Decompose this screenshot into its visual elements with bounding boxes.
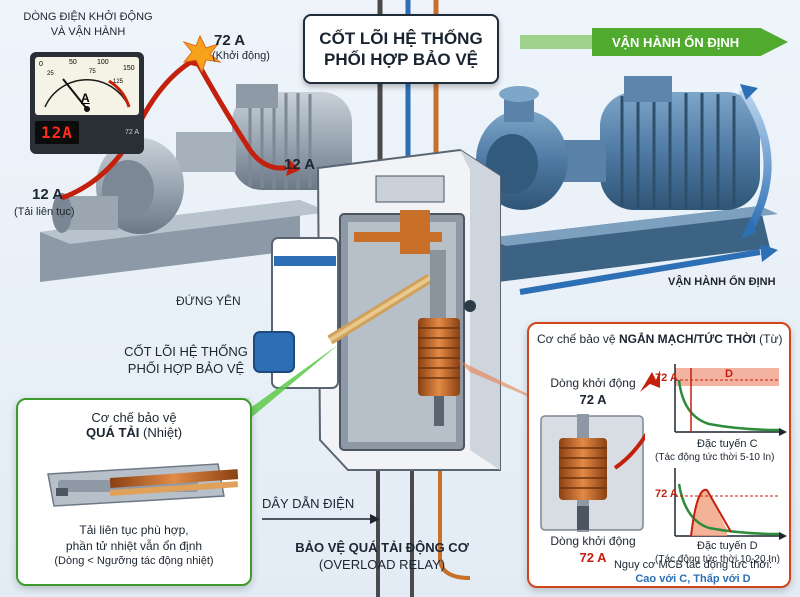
main-title: CỐT LÕI HỆ THỐNG PHỐI HỢP BẢO VỆ bbox=[303, 14, 499, 84]
thermal-desc-line1: Tải liên tục phù hợp, bbox=[79, 523, 189, 537]
wire-label: DÂY DẪN ĐIỆN bbox=[262, 496, 355, 511]
mcb-caption-line2: PHỐI HỢP BẢO VỆ bbox=[127, 360, 245, 376]
mcb-caption-line1: CỐT LÕI HỆ THỐNG bbox=[124, 344, 248, 359]
magnetic-title-bold: NGẮN MẠCH/TỨC THỜI bbox=[618, 332, 756, 346]
start-label-top: Dòng khởi động bbox=[550, 376, 636, 390]
base-current-value: 12 A bbox=[32, 186, 64, 203]
magnetic-title-suffix: (Từ) bbox=[759, 332, 783, 346]
chart-c-name: Đặc tuyến C bbox=[697, 438, 758, 450]
start-value-top: 72 A bbox=[579, 392, 607, 407]
scale-label-25: 25 bbox=[47, 71, 54, 77]
main-title-line1: CỐT LÕI HỆ THỐNG bbox=[319, 28, 483, 48]
start-current-label: (Khởi động) bbox=[212, 50, 270, 62]
bimetal-strip-illustration bbox=[47, 463, 239, 507]
scale-label-150: 150 bbox=[123, 65, 135, 72]
start-label-bottom: Dòng khởi động bbox=[550, 534, 636, 548]
magnetic-title-prefix: Cơ chế bảo vệ bbox=[537, 332, 616, 346]
chart-d-marker: 72 A bbox=[655, 488, 678, 500]
thermal-title-suffix: (Nhiệt) bbox=[143, 425, 183, 440]
running-current-value: 12 A bbox=[284, 156, 316, 173]
meter-corner-label: 72 A bbox=[124, 129, 139, 136]
right-pump-state: VẬN HÀNH ỔN ĐỊNH bbox=[668, 276, 776, 288]
ammeter: 0 50 100 150 25 75 125 A 12A 72 A bbox=[30, 52, 144, 154]
mcb-breaker bbox=[253, 148, 501, 471]
risk-summary-line1: Nguy cơ MCB tác động tức thời: bbox=[613, 559, 773, 571]
coil-to-chart-arrow bbox=[640, 370, 660, 392]
chart-c-desc: (Tác động tức thời 5-10 In) bbox=[655, 452, 775, 463]
ammeter-scale bbox=[44, 78, 131, 112]
right-pump bbox=[476, 76, 778, 295]
scale-label-125: 125 bbox=[113, 79, 124, 85]
meter-title-line1: DÒNG ĐIỆN KHỞI ĐỘNG bbox=[23, 11, 153, 23]
risk-summary-line2: Cao với C, Thấp với D bbox=[635, 573, 751, 586]
scale-label-75: 75 bbox=[89, 69, 96, 75]
overload-line1: BẢO VỆ QUÁ TẢI ĐỘNG CƠ bbox=[295, 540, 469, 555]
thermal-desc-line3: (Dòng < Ngưỡng tác động nhiệt) bbox=[54, 555, 214, 568]
base-current-label: (Tải liên tục) bbox=[14, 206, 75, 218]
thermal-title-line1: Cơ chế bảo vệ bbox=[91, 410, 177, 425]
chart-c-zone-label: D bbox=[725, 368, 733, 380]
curve-d-chart bbox=[674, 468, 787, 540]
chart-c-marker: 72 A bbox=[655, 372, 678, 384]
scale-label-100: 100 bbox=[97, 59, 109, 66]
meter-digital-readout: 12A bbox=[35, 121, 79, 144]
thermal-title-bold: QUÁ TẢI bbox=[85, 425, 140, 440]
magnetic-protection-panel: Cơ chế bảo vệ NGẮN MẠCH/TỨC THỜI (Từ) Dò… bbox=[527, 322, 791, 588]
chart-d-desc: (Tác động tức thời 10-20 In) bbox=[655, 554, 780, 565]
magnetic-coil-illustration bbox=[540, 414, 645, 532]
left-pump-state: ĐỨNG YÊN bbox=[176, 294, 241, 308]
running-banner: VẬN HÀNH ỔN ĐỊNH bbox=[592, 28, 788, 56]
risk-summary: Nguy cơ MCB tác động tức thời: Cao với C… bbox=[596, 558, 790, 587]
scale-label-0: 0 bbox=[39, 61, 43, 68]
meter-unit: A bbox=[81, 91, 90, 105]
overload-line2: (OVERLOAD RELAY) bbox=[318, 556, 446, 572]
mcb-caption: CỐT LÕI HỆ THỐNG PHỐI HỢP BẢO VỆ bbox=[106, 344, 266, 378]
magnetic-title: Cơ chế bảo vệ NGẮN MẠCH/TỨC THỜI (Từ) bbox=[537, 332, 783, 346]
main-title-line2: PHỐI HỢP BẢO VỆ bbox=[324, 50, 478, 69]
thermal-protection-panel: Cơ chế bảo vệ QUÁ TẢI (Nhiệt) Tải liên t… bbox=[16, 398, 252, 586]
meter-title: DÒNG ĐIỆN KHỞI ĐỘNG VÀ VẬN HÀNH bbox=[18, 10, 158, 40]
spark-icon bbox=[182, 34, 222, 74]
overload-relay-caption: BẢO VỆ QUÁ TẢI ĐỘNG CƠ (OVERLOAD RELAY) bbox=[282, 540, 482, 574]
start-value-bottom: 72 A bbox=[579, 550, 607, 565]
chart-d-name: Đặc tuyến D bbox=[697, 540, 758, 552]
curve-c-chart bbox=[674, 364, 787, 436]
thermal-desc-line2: phần tử nhiệt vẫn ổn định bbox=[65, 539, 203, 554]
meter-title-line2: VÀ VẬN HÀNH bbox=[50, 25, 126, 38]
wire-pointer-arrow bbox=[262, 514, 380, 524]
scale-label-50: 50 bbox=[69, 59, 77, 66]
left-pump bbox=[40, 84, 352, 282]
start-current-value: 72 A bbox=[214, 32, 246, 49]
